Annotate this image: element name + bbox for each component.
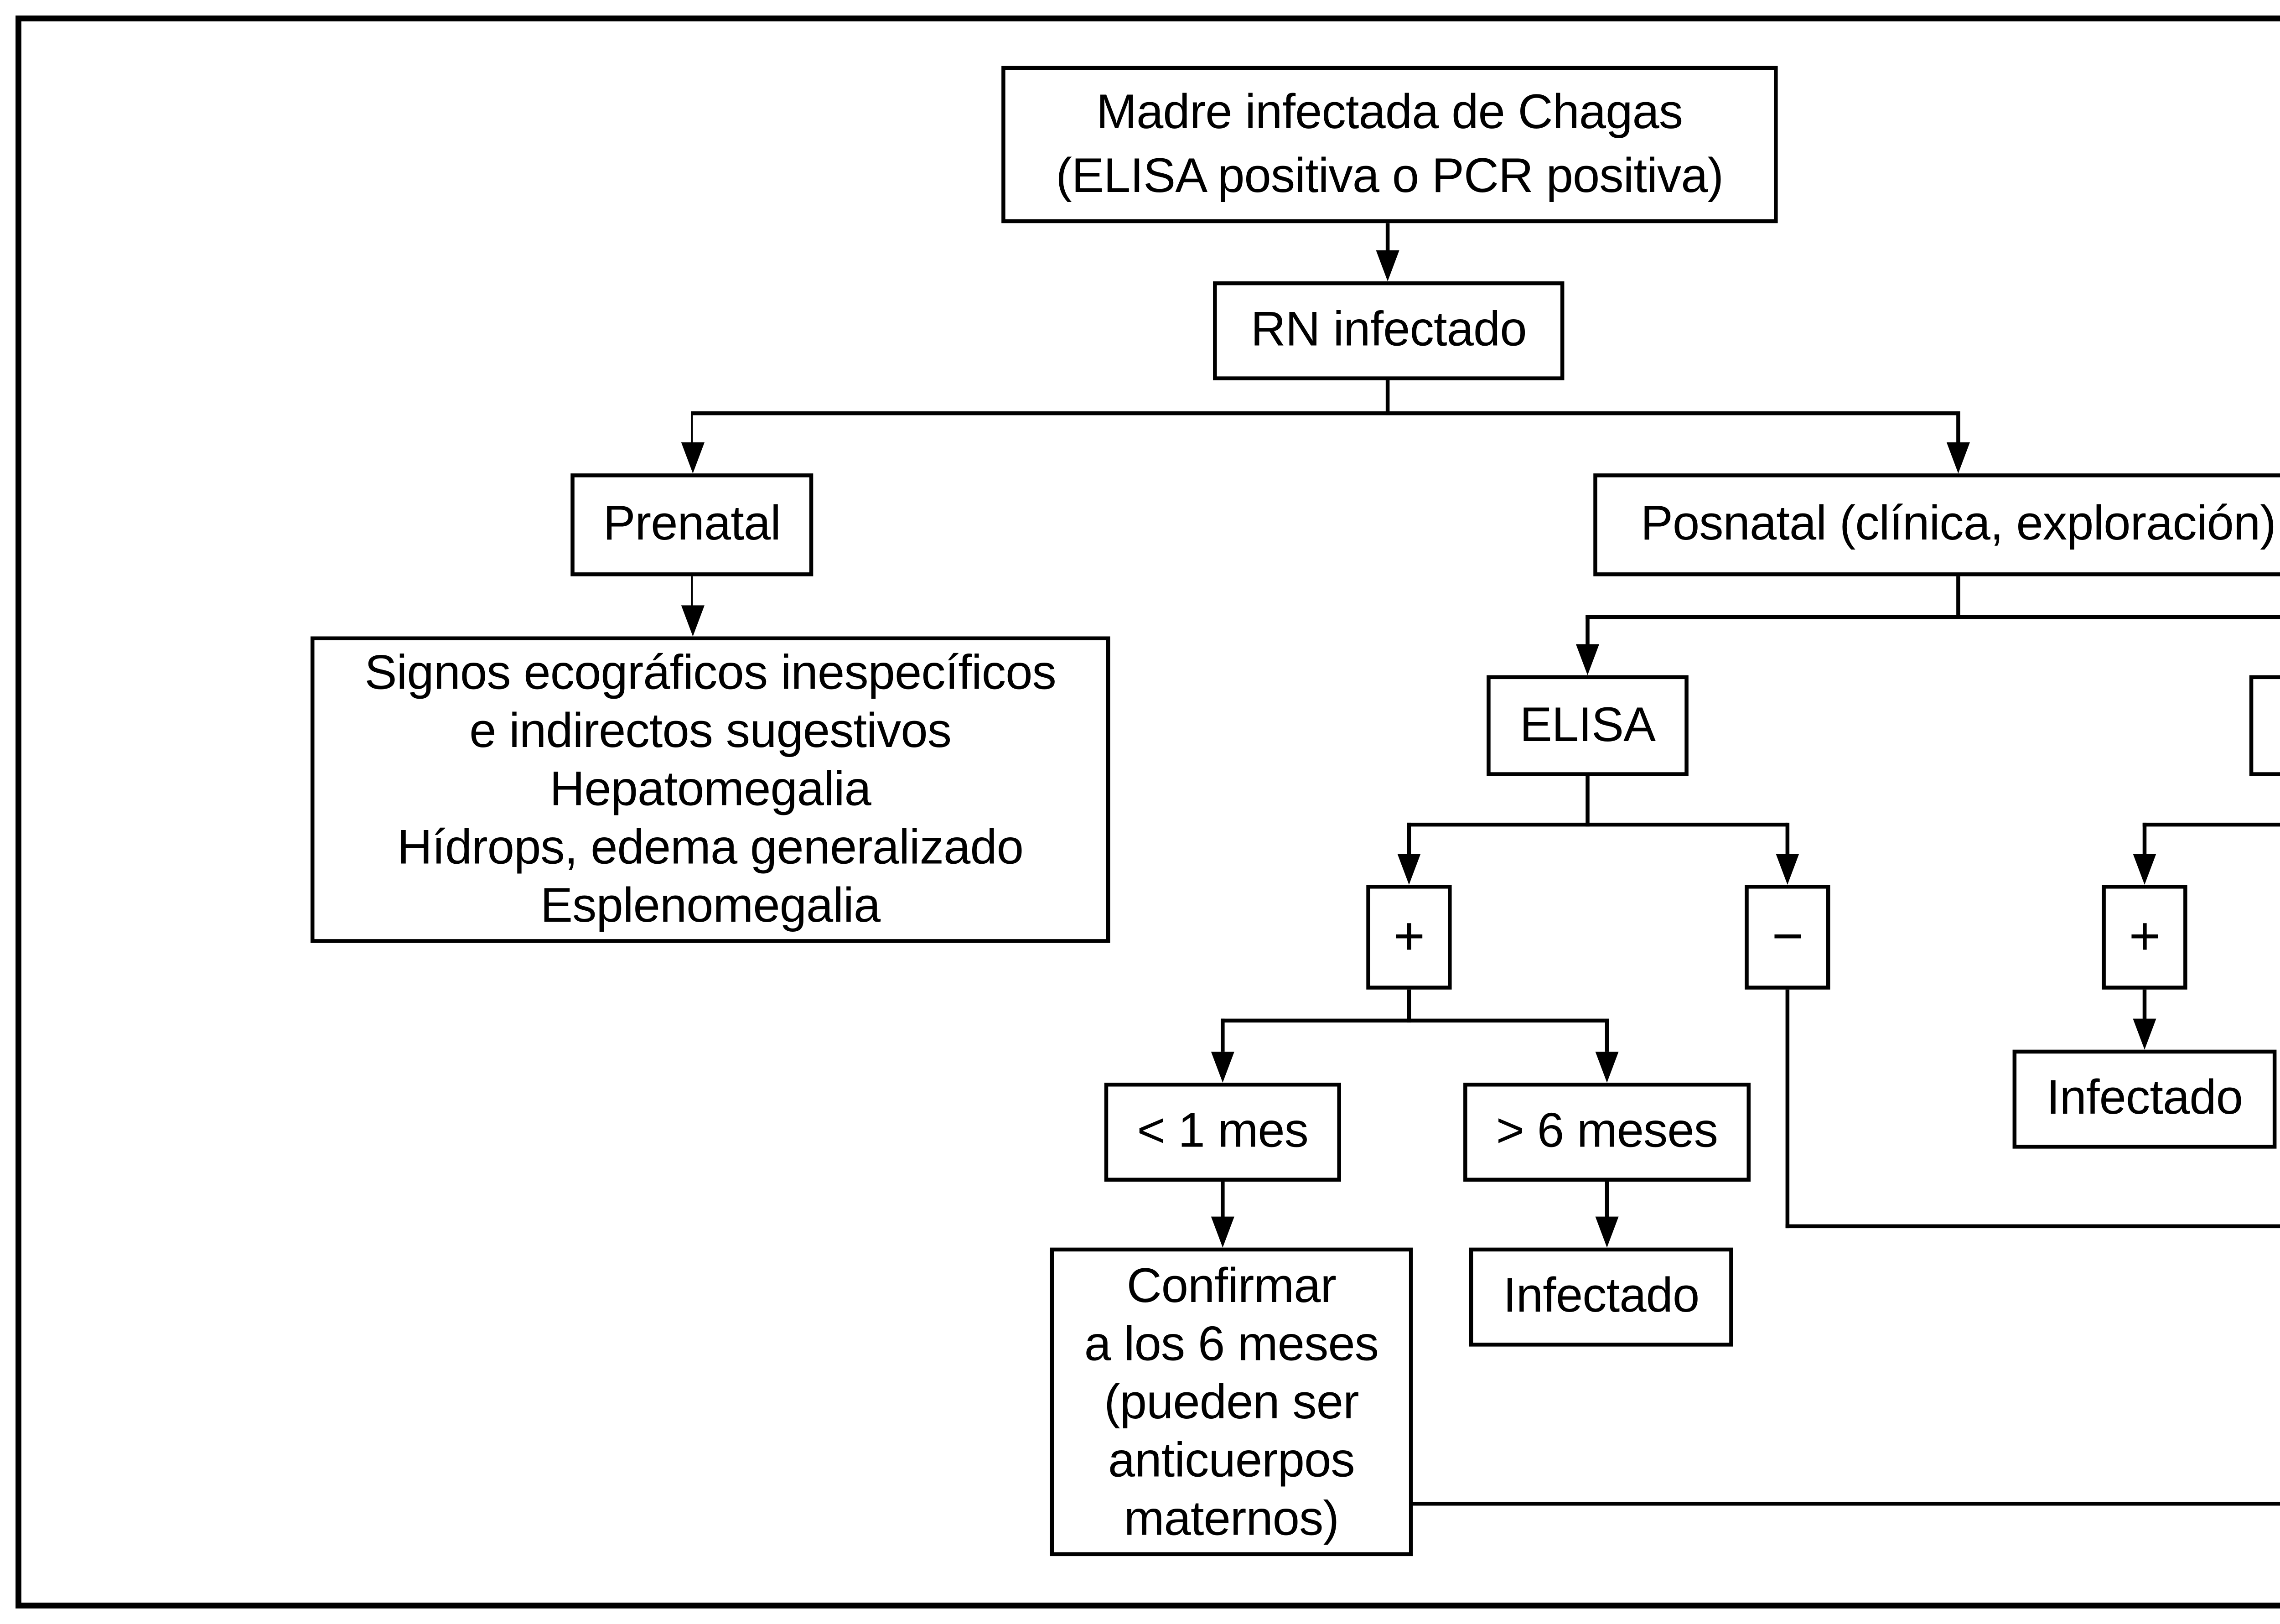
arrowhead-pcr-positivo — [2133, 853, 2156, 885]
connector-elisa-stem — [1586, 776, 1590, 827]
figure-border — [16, 16, 2280, 1608]
connector-posnatal-stem — [1956, 576, 1960, 617]
node-posnatal: Posnatal (clínica, exploración) — [1593, 473, 2280, 576]
node-elisa-infectado: Infectado — [1469, 1247, 1733, 1347]
node-pcr-positivo: + — [2102, 885, 2187, 990]
arrowhead-pcr-infectado — [2133, 1018, 2156, 1050]
node-signos-ecograficos: Signos ecográficos inespecíficos e indir… — [310, 636, 1110, 943]
connector-elisapos-stem — [1407, 989, 1411, 1023]
node-madre-infectada: Madre infectada de Chagas (ELISA positiv… — [1001, 66, 1778, 223]
arrowhead-elisa — [1575, 644, 1600, 675]
connector-pcr-branch-bar — [2143, 822, 2280, 827]
arrowhead-prenatal — [680, 442, 704, 474]
connector-madre-rn — [1386, 223, 1389, 253]
node-pcr: PCR — [2249, 675, 2280, 776]
connector-confirmar-horizontal — [1413, 1501, 2280, 1506]
connector-menor-confirmar — [1221, 1181, 1225, 1219]
node-rn-infectado: RN infectado — [1213, 281, 1565, 380]
connector-posnatal-branch-bar — [1586, 614, 2280, 619]
connector-drop-elisa-positivo — [1407, 822, 1411, 858]
node-mayor-6-meses: > 6 meses — [1463, 1083, 1751, 1182]
connector-drop-menor1mes — [1221, 1018, 1225, 1052]
node-confirmar-6-meses: Confirmar a los 6 meses (pueden ser anti… — [1050, 1247, 1413, 1557]
arrowhead-posnatal — [1946, 442, 1970, 474]
arrowhead-elisa-infectado — [1595, 1216, 1619, 1248]
connector-elisa-branch-bar — [1407, 822, 1788, 827]
node-elisa-negativo: − — [1745, 885, 1830, 990]
connector-drop-elisa — [1586, 615, 1590, 646]
arrowhead-elisa-negativo — [1776, 853, 1799, 885]
connector-rn-branch-bar — [692, 412, 1959, 416]
connector-drop-mayor6meses — [1605, 1018, 1609, 1052]
arrowhead-menor-1-mes — [1211, 1051, 1234, 1083]
connector-drop-elisa-negativo — [1786, 822, 1789, 858]
arrowhead-signos — [680, 605, 704, 637]
connector-elisapos-branch-bar — [1221, 1018, 1606, 1023]
arrowhead-madre-rn — [1376, 250, 1399, 281]
connector-elisaneg-down — [1786, 989, 1789, 1229]
arrowhead-confirmar — [1211, 1216, 1234, 1248]
connector-pcrpos-infectado — [2143, 989, 2146, 1021]
connector-prenatal-signos — [690, 576, 694, 607]
connector-drop-posnatal — [1956, 411, 1960, 446]
connector-drop-pcr-positivo — [2143, 822, 2146, 858]
node-pcr-infectado: Infectado — [2012, 1049, 2277, 1149]
node-menor-1-mes: < 1 mes — [1104, 1083, 1341, 1182]
connector-rn-stem — [1386, 380, 1389, 415]
node-prenatal: Prenatal — [570, 473, 814, 576]
node-elisa: ELISA — [1487, 675, 1689, 776]
arrowhead-elisa-positivo — [1397, 853, 1421, 885]
arrowhead-mayor-6-meses — [1595, 1051, 1619, 1083]
node-elisa-positivo: + — [1366, 885, 1452, 990]
connector-mayor-infectado — [1605, 1181, 1609, 1219]
connector-drop-prenatal — [690, 411, 694, 446]
connector-elisaneg-horizontal — [1786, 1224, 2280, 1229]
